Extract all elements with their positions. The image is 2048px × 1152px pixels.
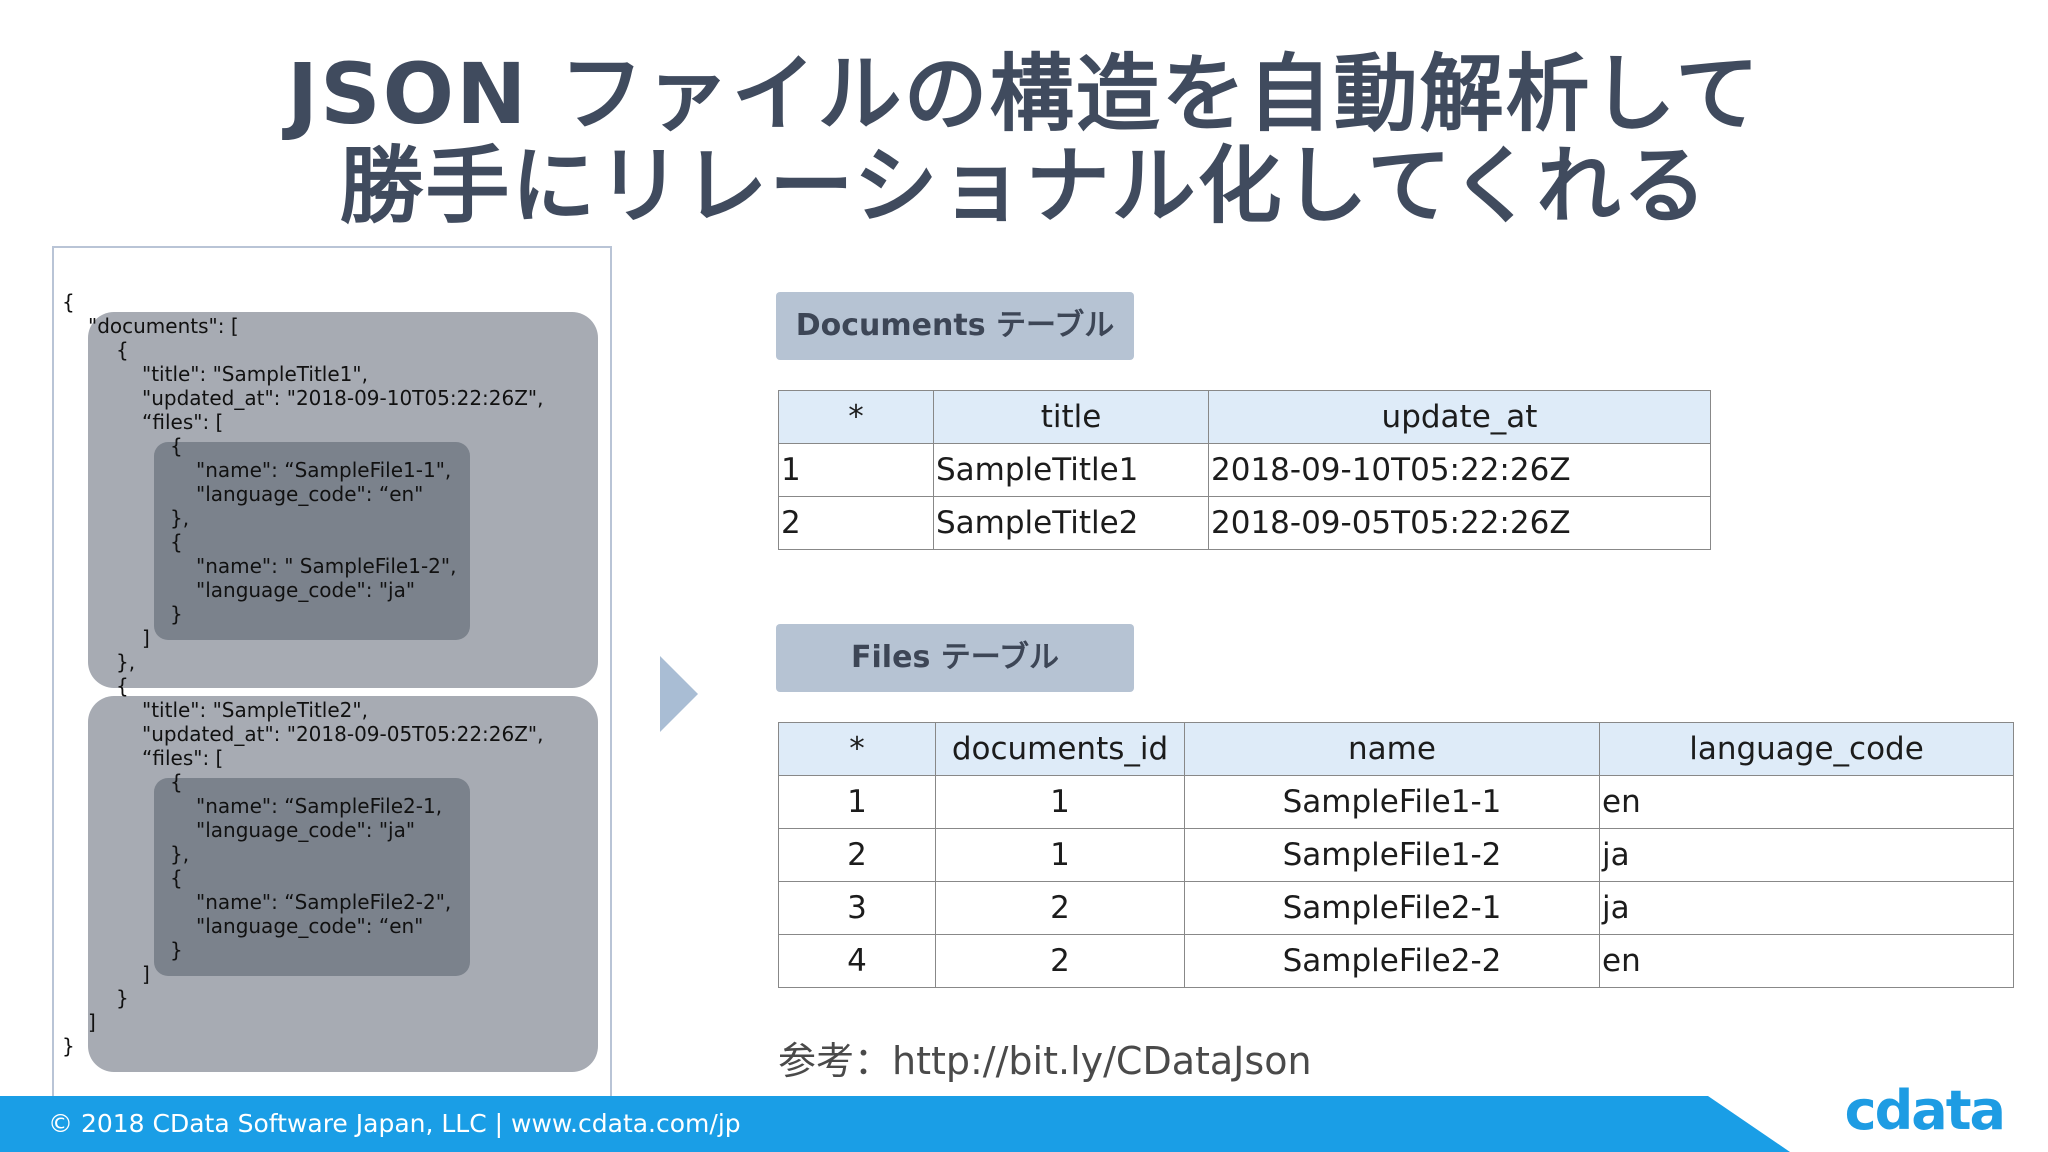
table-cell: 2018-09-10T05:22:26Z (1208, 443, 1711, 497)
table-cell: 4 (778, 934, 936, 988)
json-line: }, (116, 650, 136, 674)
json-line: "title": "SampleTitle2", (142, 698, 368, 722)
files-block-2 (154, 778, 470, 976)
table-row: 2 SampleTitle2 2018-09-05T05:22:26Z (778, 496, 1711, 550)
table-cell: SampleFile1-1 (1184, 775, 1600, 829)
table-cell: SampleTitle1 (933, 443, 1209, 497)
table-cell: SampleFile1-2 (1184, 828, 1600, 882)
json-line: "documents": [ (88, 314, 239, 338)
column-header: * (778, 722, 936, 776)
table-cell: 2 (935, 934, 1185, 988)
column-header: documents_id (935, 722, 1185, 776)
json-line: "name": “SampleFile1-1", (196, 458, 452, 482)
json-line: ] (142, 626, 150, 650)
table-cell: ja (1599, 828, 2014, 882)
table-cell: SampleFile2-1 (1184, 881, 1600, 935)
table-row: 2 1 SampleFile1-2 ja (778, 828, 2014, 882)
arrow-right-icon (660, 656, 698, 732)
json-sample-panel: { "documents": [ { "title": "SampleTitle… (52, 246, 612, 1108)
table-row: 3 2 SampleFile2-1 ja (778, 881, 2014, 935)
table-cell: ja (1599, 881, 2014, 935)
table-cell: 1 (935, 775, 1185, 829)
json-line: "language_code": “en" (196, 482, 424, 506)
table-row: 4 2 SampleFile2-2 en (778, 934, 2014, 988)
column-header: update_at (1208, 390, 1711, 444)
files-block-1 (154, 442, 470, 640)
json-line: { (116, 674, 129, 698)
json-line: } (170, 938, 183, 962)
json-line: "title": "SampleTitle1", (142, 362, 368, 386)
json-line: } (170, 602, 183, 626)
table-cell: 2 (935, 881, 1185, 935)
table-cell: 1 (778, 775, 936, 829)
table-cell: 1 (778, 443, 934, 497)
slide-title: JSON ファイルの構造を自動解析して 勝手にリレーショナル化してくれる (0, 48, 2048, 232)
table-cell: 1 (935, 828, 1185, 882)
table-header-row: * documents_id name language_code (778, 722, 2014, 776)
table-cell: SampleFile2-2 (1184, 934, 1600, 988)
reference-link[interactable]: 参考：http://bit.ly/CDataJson (778, 1039, 1312, 1083)
json-line: “files": [ (142, 746, 224, 770)
column-header: title (933, 390, 1209, 444)
json-line: } (62, 1034, 75, 1058)
json-line: }, (170, 842, 190, 866)
json-line: "updated_at": "2018-09-05T05:22:26Z", (142, 722, 544, 746)
documents-table: * title update_at 1 SampleTitle1 2018-09… (778, 390, 1711, 550)
table-cell: 2 (778, 828, 936, 882)
json-line: { (170, 866, 183, 890)
json-line: "language_code": "ja" (196, 818, 416, 842)
table-cell: en (1599, 934, 2014, 988)
json-line: { (62, 290, 75, 314)
json-line: { (170, 434, 183, 458)
json-line: ] (88, 1010, 96, 1034)
json-line: "name": “SampleFile2-1, (196, 794, 443, 818)
table-cell: 2018-09-05T05:22:26Z (1208, 496, 1711, 550)
table-cell: 2 (778, 496, 934, 550)
cdata-logo: cdata (1844, 1079, 2006, 1142)
table-row: 1 1 SampleFile1-1 en (778, 775, 2014, 829)
json-line: "language_code": “en" (196, 914, 424, 938)
table-row: 1 SampleTitle1 2018-09-10T05:22:26Z (778, 443, 1711, 497)
title-line-2: 勝手にリレーショナル化してくれる (339, 137, 1709, 235)
json-line: { (170, 770, 183, 794)
footer-copyright: © 2018 CData Software Japan, LLC | www.c… (48, 1109, 741, 1138)
column-header: language_code (1599, 722, 2014, 776)
json-line: "name": “SampleFile2-2", (196, 890, 452, 914)
footer-bar: © 2018 CData Software Japan, LLC | www.c… (0, 1079, 2048, 1152)
json-line: { (116, 338, 129, 362)
json-line: { (170, 530, 183, 554)
table-header-row: * title update_at (778, 390, 1711, 444)
column-header: * (778, 390, 934, 444)
documents-table-label: Documents テーブル (776, 292, 1134, 360)
table-cell: en (1599, 775, 2014, 829)
column-header: name (1184, 722, 1600, 776)
table-cell: 3 (778, 881, 936, 935)
files-table: * documents_id name language_code 1 1 Sa… (778, 722, 2014, 988)
json-line: } (116, 986, 129, 1010)
files-table-label: Files テーブル (776, 624, 1134, 692)
json-line: ] (142, 962, 150, 986)
json-line: }, (170, 506, 190, 530)
footer-background (0, 1096, 1790, 1152)
json-line: “files": [ (142, 410, 224, 434)
json-line: "language_code": "ja" (196, 578, 416, 602)
table-cell: SampleTitle2 (933, 496, 1209, 550)
json-line: "name": " SampleFile1-2", (196, 554, 457, 578)
title-line-1: JSON ファイルの構造を自動解析して (286, 45, 1762, 143)
json-line: "updated_at": "2018-09-10T05:22:26Z", (142, 386, 544, 410)
